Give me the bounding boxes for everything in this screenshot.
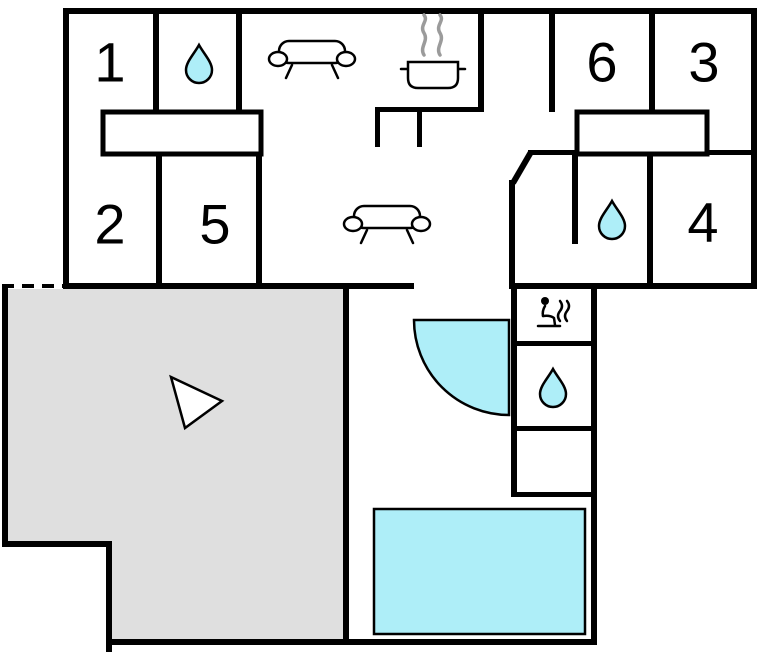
water-drop-icon [538, 366, 568, 409]
water-drop-icon [597, 198, 627, 241]
walls [2, 8, 757, 652]
sofa-icon [267, 39, 357, 80]
wall-block-right [574, 109, 710, 157]
room-label-2: 2 [94, 193, 125, 256]
terrace-area [8, 289, 343, 639]
room-label-1: 1 [94, 31, 125, 94]
room-label-5: 5 [199, 193, 230, 256]
door-swing-icon [412, 318, 511, 417]
direction-arrow-icon [169, 374, 225, 431]
water-drop-icon [184, 42, 214, 85]
room-label-3: 3 [688, 31, 719, 94]
room-label-4: 4 [687, 191, 718, 254]
sofa-icon [342, 204, 432, 245]
sauna-person-icon [536, 297, 571, 328]
pool [372, 507, 587, 636]
cooking-pot-icon [399, 13, 467, 90]
room-label-6: 6 [586, 31, 617, 94]
wall-block-left [100, 109, 264, 157]
steam-icon [420, 13, 444, 57]
